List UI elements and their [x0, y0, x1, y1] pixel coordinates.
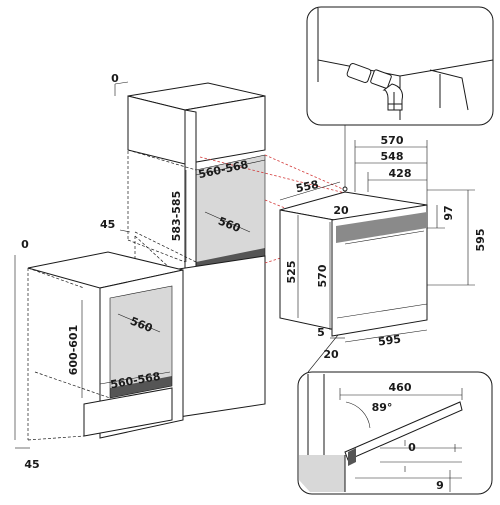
oven	[279, 191, 428, 337]
tall-cabinet-lower-front	[171, 255, 266, 419]
oven-total-height-label: 595	[474, 229, 487, 252]
tall-niche-left-edge	[184, 109, 197, 279]
base-bottom-offset-label: 45	[24, 458, 39, 471]
base-cabinet	[27, 251, 184, 441]
oven-width-top-label: 570	[381, 134, 404, 147]
door-detail-leader-line	[307, 334, 339, 373]
tall-side-offset-label: 45	[100, 218, 115, 231]
door-depth-label: 460	[389, 381, 412, 394]
oven-panel-label: 20	[333, 204, 349, 217]
oven-depth-label: 558	[295, 178, 320, 195]
dimension-lines	[14, 81, 475, 449]
door-angle-label: 89°	[372, 401, 393, 414]
gas-fitting-icon	[346, 63, 372, 83]
tall-niche-height-label: 583-585	[170, 191, 183, 242]
base-niche-back	[110, 286, 172, 398]
oven-width-inner-label: 428	[389, 167, 412, 180]
connection-detail-frame	[306, 6, 494, 126]
base-niche-floor	[110, 376, 172, 398]
oven-control-panel	[336, 212, 427, 243]
door-gap-bottom-label: 9	[436, 479, 444, 492]
dimension-labels: 0 45 583-585 560-568 560 0 45 600-601 56…	[21, 72, 487, 492]
oven-height-570-label: 570	[316, 264, 329, 287]
base-top-offset-label: 0	[21, 238, 29, 251]
tall-niche-back	[196, 155, 265, 276]
alignment-guides	[199, 154, 346, 264]
door-detail-floor	[299, 455, 345, 492]
oven-bottom-gap-label: 5	[317, 326, 325, 339]
oven-front-width-label: 595	[377, 332, 402, 348]
oven-bottom-front-label: 20	[323, 348, 339, 361]
oven-width-mid-label: 548	[381, 150, 404, 163]
door-gap-top-label: 0	[408, 441, 416, 454]
connection-detail	[306, 6, 494, 126]
tall-cabinet	[127, 82, 266, 419]
base-niche-height-label: 600-601	[67, 325, 80, 376]
oven-door-icon	[344, 401, 463, 461]
oven-front-height-label: 97	[442, 205, 455, 220]
oven-body-height-label: 525	[285, 261, 298, 284]
base-plinth	[83, 387, 173, 437]
door-detail	[297, 371, 493, 495]
tall-top-offset-label: 0	[111, 72, 119, 85]
